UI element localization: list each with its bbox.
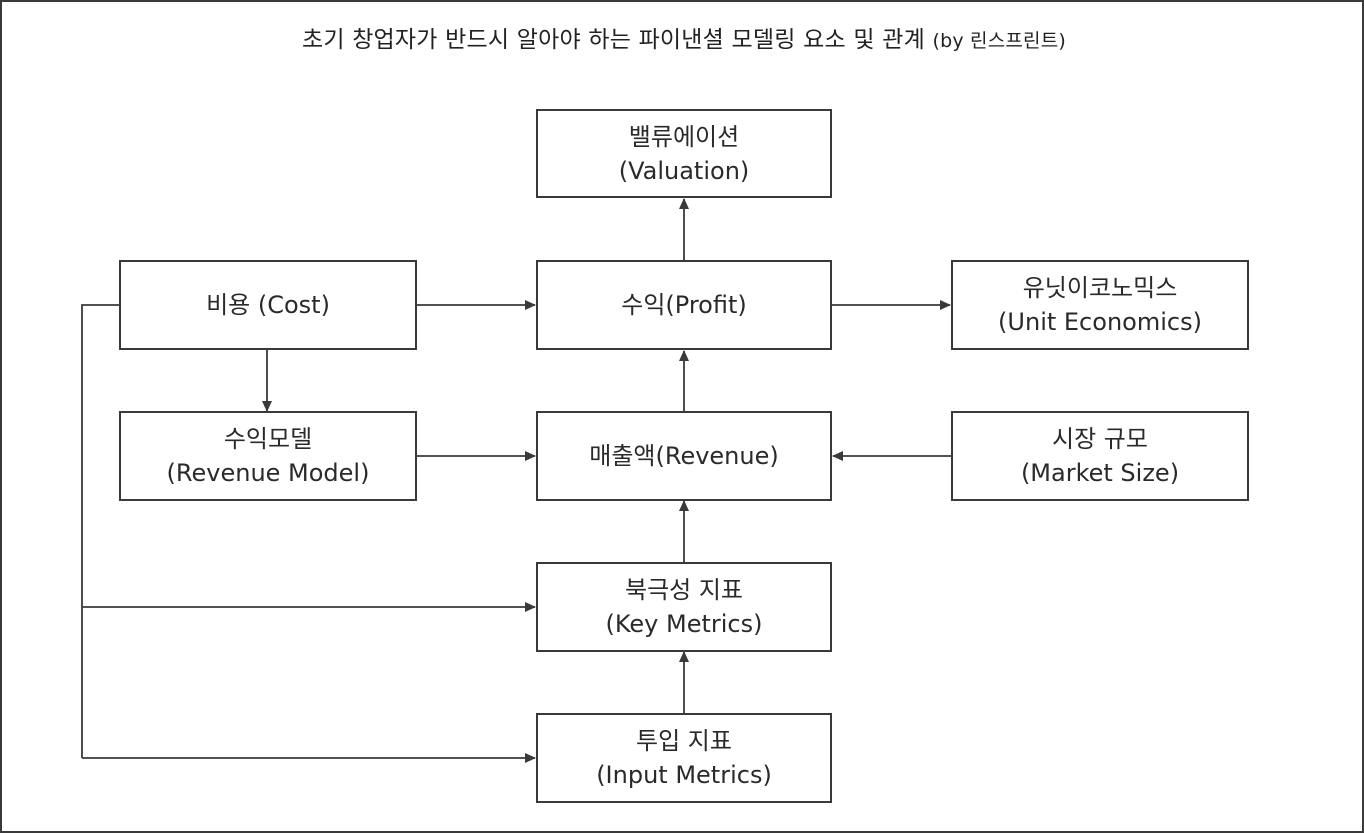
node-market-size: 시장 규모 (Market Size) <box>951 411 1249 501</box>
node-cost: 비용 (Cost) <box>119 260 417 350</box>
node-input-metrics-sublabel: (Input Metrics) <box>596 761 772 789</box>
node-revenue-model-sublabel: (Revenue Model) <box>166 459 370 487</box>
node-revenue-label: 매출액(Revenue) <box>589 442 779 470</box>
node-unit-economics: 유닛이코노믹스 (Unit Economics) <box>951 260 1249 350</box>
node-revenue-model: 수익모델 (Revenue Model) <box>119 411 417 501</box>
node-unit-economics-sublabel: (Unit Economics) <box>998 308 1202 336</box>
title-byline: (by 린스프린트) <box>932 30 1067 52</box>
node-profit-label: 수익(Profit) <box>621 291 747 319</box>
node-revenue-model-label: 수익모델 <box>223 425 313 453</box>
node-input-metrics-label: 투입 지표 <box>636 727 732 755</box>
node-valuation: 밸류에이션 (Valuation) <box>536 109 832 198</box>
diagram-title: 초기 창업자가 반드시 알아야 하는 파이낸셜 모델링 요소 및 관계 (by … <box>2 20 1364 54</box>
node-profit: 수익(Profit) <box>536 260 832 350</box>
node-unit-economics-label: 유닛이코노믹스 <box>1022 274 1178 302</box>
node-key-metrics-label: 북극성 지표 <box>624 576 744 604</box>
node-cost-label: 비용 (Cost) <box>206 291 330 319</box>
node-valuation-sublabel: (Valuation) <box>618 156 750 185</box>
node-key-metrics-sublabel: (Key Metrics) <box>605 610 763 638</box>
node-key-metrics: 북극성 지표 (Key Metrics) <box>536 562 832 652</box>
title-main: 초기 창업자가 반드시 알아야 하는 파이낸셜 모델링 요소 및 관계 <box>301 27 925 53</box>
node-market-size-sublabel: (Market Size) <box>1020 459 1180 487</box>
node-revenue: 매출액(Revenue) <box>536 411 832 501</box>
node-input-metrics: 투입 지표 (Input Metrics) <box>536 713 832 803</box>
node-valuation-label: 밸류에이션 <box>628 122 740 151</box>
node-market-size-label: 시장 규모 <box>1052 425 1148 453</box>
connector-cost-left-rail <box>81 304 119 758</box>
